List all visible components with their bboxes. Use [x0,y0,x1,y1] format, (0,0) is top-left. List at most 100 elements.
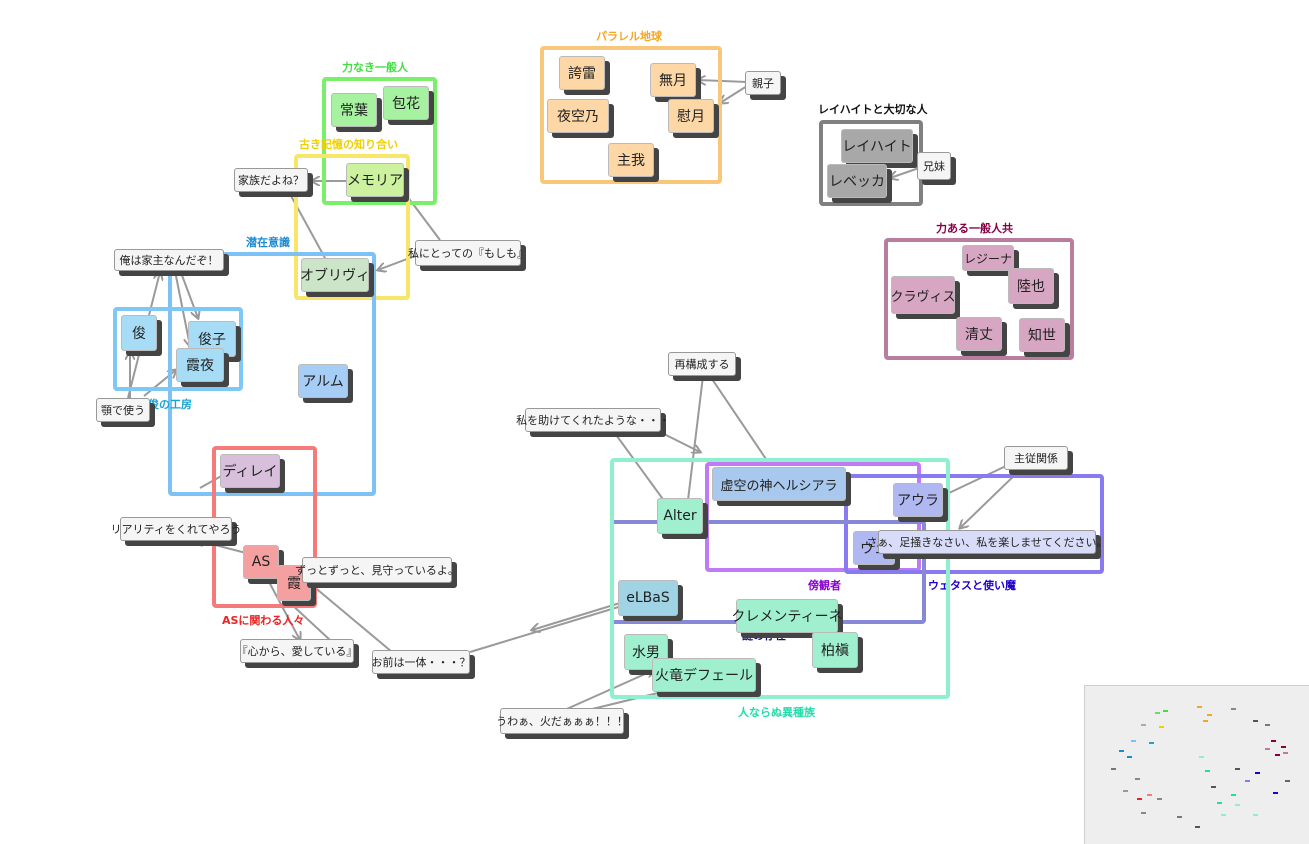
group-powerful-label: 力ある一般人共 [936,222,1013,235]
edge-kyomai-rebekka [890,167,920,178]
minimap-node-marker [1119,750,1124,752]
minimap-node-marker [1207,714,1212,716]
minimap-node-marker [1141,724,1146,726]
label-saikousei[interactable]: 再構成する [668,352,736,376]
minimap-node-marker [1157,798,1162,800]
label-moshimo[interactable]: 私にとっての『もしも』 [408,240,528,266]
label-ashibaki[interactable]: さぁ、足掻きなさい、私を楽しませてください。 [866,530,1108,554]
edge-oyako-isagetsu [720,85,748,103]
minimap-node-marker [1235,804,1240,806]
node-jouyou[interactable]: 常葉 [331,93,377,127]
label-uwaa[interactable]: うわぁ、火だぁぁぁ！！！ [496,708,628,734]
minimap-node-marker [1177,816,1182,818]
node-aura[interactable]: アウラ [893,483,943,517]
minimap-node-marker [1203,720,1208,722]
node-rebekka[interactable]: レベッカ [827,164,887,198]
minimap-node-marker [1253,814,1258,816]
minimap-node-marker [1285,780,1290,782]
node-elbas[interactable]: eLBaS [618,580,678,616]
node-memoria[interactable]: メモリア [346,163,404,197]
group-wetas [844,474,1104,574]
group-workshop [113,307,243,391]
minimap-node-marker [1147,794,1152,796]
group-powerful [884,238,1074,360]
edge-tasukete-alter [613,431,666,503]
minimap-node-marker [1159,726,1164,728]
node-reihaito[interactable]: レイハイト [841,129,913,163]
group-observer-label: 傍観者 [808,579,841,592]
edge-kasumi-aishiteru [289,602,331,641]
label-mimamoru[interactable]: ずっとずっと、見守っているよ。 [295,557,459,583]
edge-tasukete-kokuu [659,431,700,452]
group-powerless-label: 力なき一般人 [342,61,408,74]
minimap-node-marker [1149,742,1154,744]
node-shuga[interactable]: 主我 [608,143,654,177]
edge-oyako-muzuki [698,80,748,82]
node-kiyotake[interactable]: 清丈 [956,317,1002,351]
label-oyako[interactable]: 親子 [745,71,781,95]
node-mizuo[interactable]: 水男 [624,634,668,670]
minimap-node-marker [1255,772,1260,774]
minimap-node-marker [1197,706,1202,708]
node-kokuu[interactable]: 虚空の神ヘルシアラ [712,467,846,501]
minimap[interactable] [1084,685,1309,844]
minimap-node-marker [1111,768,1116,770]
label-tasukete[interactable]: 私を助けてくれたような・・・ [516,408,670,432]
minimap-node-marker [1155,712,1160,714]
edge-moshimo-memoria [398,184,441,241]
minimap-node-marker [1275,754,1280,756]
group-powerless [322,77,437,205]
node-kaku[interactable]: 柏槇 [812,632,858,668]
node-alter[interactable]: Alter [657,498,703,534]
minimap-node-marker [1245,780,1250,782]
node-houka[interactable]: 包花 [383,86,429,120]
label-aishiteru[interactable]: 『心から、愛している』 [237,639,357,663]
edge-saikousei-kokuu [709,375,769,463]
node-as[interactable]: AS [243,545,279,579]
edge-elbas-omaeha-arrow [532,602,621,630]
minimap-node-marker [1127,756,1132,758]
group-wetas-label: ウェタスと使い魔 [928,579,1016,592]
node-kosame[interactable]: 誇雷 [559,56,605,90]
node-shun[interactable]: 俊 [121,315,157,351]
minimap-node-marker [1231,794,1236,796]
node-kasumiya[interactable]: 霞夜 [176,348,224,382]
node-clementine[interactable]: クレメンティーネ [731,599,843,633]
node-regina[interactable]: レジーナ [962,245,1014,271]
minimap-node-marker [1281,746,1286,748]
minimap-node-marker [1195,826,1200,828]
node-delay[interactable]: ディレイ [220,454,280,488]
node-oburivi[interactable]: オブリヴィ [300,258,370,292]
node-chise[interactable]: 知世 [1019,318,1065,352]
label-shujuu[interactable]: 主従関係 [1004,446,1068,470]
minimap-node-marker [1123,790,1128,792]
group-old-memory [294,154,410,300]
minimap-node-marker [1283,752,1288,754]
label-agotsukau[interactable]: 顎で使う [96,398,150,422]
label-omaeha[interactable]: お前は一体・・・？ [372,650,471,674]
minimap-node-marker [1205,770,1210,772]
group-observer [705,462,921,572]
group-reihaito-label: レイハイトと大切な人 [818,103,928,116]
group-subconscious [168,252,376,496]
label-kyomai[interactable]: 兄妹 [917,152,951,180]
node-muzuki[interactable]: 無月 [650,63,696,97]
group-parallel-earth [540,46,722,184]
label-reality[interactable]: リアリティをくれてやろう [111,517,242,541]
node-rikuya[interactable]: 陸也 [1008,268,1054,304]
minimap-node-marker [1253,720,1258,722]
minimap-node-marker [1141,812,1146,814]
node-kaaryu[interactable]: 火竜デフェール [652,658,756,692]
group-old-memory-label: 古き記憶の知り合い [299,138,398,151]
node-arumu[interactable]: アルム [298,364,348,398]
node-isagetsu[interactable]: 慰月 [668,99,714,133]
node-kuravis[interactable]: クラヴィス [891,276,956,314]
label-kashu[interactable]: 俺は家主なんだぞ！ [114,249,224,271]
minimap-node-marker [1163,710,1168,712]
label-kazoku[interactable]: 家族だよね？ [234,168,308,192]
group-inhuman-label: 人ならぬ異種族 [738,706,815,719]
minimap-node-marker [1199,756,1204,758]
edge-omaeha-elbas [469,604,626,653]
group-as-related-label: ASに関わる人々 [222,614,305,627]
node-yozorano[interactable]: 夜空乃 [547,99,609,133]
